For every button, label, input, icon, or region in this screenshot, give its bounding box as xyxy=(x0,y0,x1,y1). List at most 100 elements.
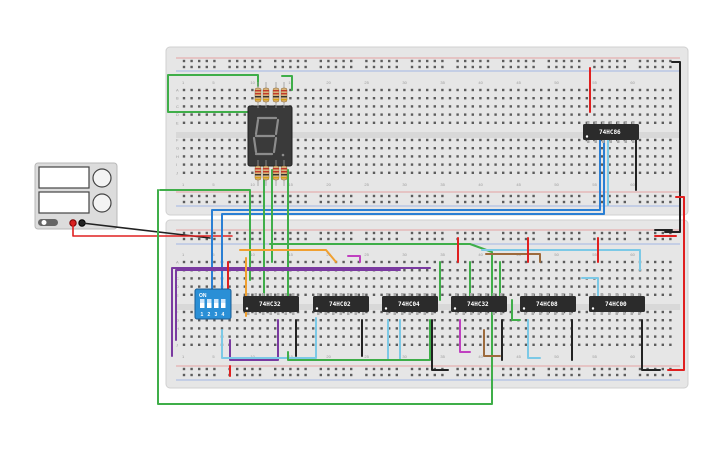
bottom-rail-hole[interactable] xyxy=(251,231,254,235)
bottom-rail-hole[interactable] xyxy=(623,237,626,241)
top-hole[interactable] xyxy=(562,155,566,158)
bottom-hole[interactable] xyxy=(266,319,269,322)
top-hole[interactable] xyxy=(236,155,239,158)
top-hole[interactable] xyxy=(372,121,376,124)
bottom-hole[interactable] xyxy=(289,343,292,346)
bottom-hole[interactable] xyxy=(182,319,186,322)
bottom-hole[interactable] xyxy=(327,285,330,288)
top-hole[interactable] xyxy=(433,121,436,124)
bottom-hole[interactable] xyxy=(486,335,490,338)
top-hole[interactable] xyxy=(570,147,573,150)
top-hole[interactable] xyxy=(403,163,406,166)
bottom-hole[interactable] xyxy=(426,335,429,338)
bottom-rail-hole[interactable] xyxy=(319,373,322,377)
bottom-rail-hole[interactable] xyxy=(524,231,528,235)
bottom-hole[interactable] xyxy=(638,277,642,280)
bottom-hole[interactable] xyxy=(494,277,497,280)
bottom-rail-hole[interactable] xyxy=(524,367,528,371)
top-hole[interactable] xyxy=(220,113,224,116)
top-hole[interactable] xyxy=(388,88,391,92)
top-hole[interactable] xyxy=(578,147,581,150)
bottom-hole[interactable] xyxy=(585,327,588,330)
bottom-hole[interactable] xyxy=(502,285,505,288)
top-rail-hole[interactable] xyxy=(547,65,550,69)
bottom-rail-hole[interactable] xyxy=(236,237,239,241)
bottom-hole[interactable] xyxy=(479,260,482,264)
top-hole[interactable] xyxy=(638,155,642,158)
top-hole[interactable] xyxy=(555,88,558,92)
top-rail-hole[interactable] xyxy=(190,59,193,63)
top-hole[interactable] xyxy=(327,163,330,166)
bottom-rail-hole[interactable] xyxy=(198,237,201,241)
top-rail-hole[interactable] xyxy=(372,194,376,198)
bottom-rail-hole[interactable] xyxy=(258,367,262,371)
bottom-hole[interactable] xyxy=(646,327,649,330)
top-hole[interactable] xyxy=(593,105,596,108)
bottom-hole[interactable] xyxy=(312,277,315,280)
top-hole[interactable] xyxy=(213,171,216,174)
bottom-hole[interactable] xyxy=(654,319,657,322)
top-rail-hole[interactable] xyxy=(418,59,421,63)
top-hole[interactable] xyxy=(464,147,467,150)
top-hole[interactable] xyxy=(502,171,505,174)
bottom-rail-hole[interactable] xyxy=(562,237,566,241)
top-rail-hole[interactable] xyxy=(182,194,186,198)
bottom-rail-hole[interactable] xyxy=(350,231,353,235)
top-hole[interactable] xyxy=(669,121,672,124)
bottom-rail-hole[interactable] xyxy=(570,237,573,241)
bottom-hole[interactable] xyxy=(289,277,292,280)
top-hole[interactable] xyxy=(547,88,550,92)
resistor[interactable] xyxy=(254,160,262,186)
top-hole[interactable] xyxy=(524,163,528,166)
top-hole[interactable] xyxy=(555,113,558,116)
bottom-hole[interactable] xyxy=(350,260,353,264)
bottom-rail-hole[interactable] xyxy=(395,237,398,241)
top-hole[interactable] xyxy=(312,97,315,100)
bottom-hole[interactable] xyxy=(661,285,664,288)
wire[interactable] xyxy=(481,249,641,271)
top-hole[interactable] xyxy=(631,105,634,108)
bottom-rail-hole[interactable] xyxy=(517,231,520,235)
bottom-hole[interactable] xyxy=(182,343,186,346)
top-hole[interactable] xyxy=(661,121,664,124)
top-hole[interactable] xyxy=(357,113,360,116)
top-hole[interactable] xyxy=(448,121,452,124)
bottom-hole[interactable] xyxy=(266,285,269,288)
top-hole[interactable] xyxy=(395,171,398,174)
bottom-rail-hole[interactable] xyxy=(600,237,604,241)
top-hole[interactable] xyxy=(426,97,429,100)
top-hole[interactable] xyxy=(578,97,581,100)
bottom-hole[interactable] xyxy=(304,285,307,288)
top-hole[interactable] xyxy=(638,171,642,174)
top-hole[interactable] xyxy=(532,121,535,124)
top-rail-hole[interactable] xyxy=(350,59,353,63)
bottom-hole[interactable] xyxy=(441,327,444,330)
top-hole[interactable] xyxy=(654,121,657,124)
bottom-hole[interactable] xyxy=(661,269,664,272)
bottom-hole[interactable] xyxy=(502,335,505,338)
top-hole[interactable] xyxy=(433,171,436,174)
top-hole[interactable] xyxy=(669,88,672,92)
bottom-hole[interactable] xyxy=(441,269,444,272)
bottom-hole[interactable] xyxy=(578,310,581,314)
top-hole[interactable] xyxy=(433,97,436,100)
bottom-hole[interactable] xyxy=(281,327,284,330)
top-hole[interactable] xyxy=(479,105,482,108)
bottom-hole[interactable] xyxy=(213,327,216,330)
top-rail-hole[interactable] xyxy=(441,65,444,69)
bottom-rail-hole[interactable] xyxy=(296,231,300,235)
top-rail-hole[interactable] xyxy=(380,200,383,204)
top-rail-hole[interactable] xyxy=(479,59,482,63)
top-rail-hole[interactable] xyxy=(509,65,512,69)
top-hole[interactable] xyxy=(236,97,239,100)
bottom-hole[interactable] xyxy=(380,310,383,314)
bottom-hole[interactable] xyxy=(524,319,528,322)
top-hole[interactable] xyxy=(562,121,566,124)
bottom-hole[interactable] xyxy=(578,269,581,272)
top-rail-hole[interactable] xyxy=(205,200,208,204)
top-hole[interactable] xyxy=(350,163,353,166)
bottom-hole[interactable] xyxy=(517,269,520,272)
top-hole[interactable] xyxy=(304,105,307,108)
top-rail-hole[interactable] xyxy=(274,65,277,69)
bottom-hole[interactable] xyxy=(448,335,452,338)
